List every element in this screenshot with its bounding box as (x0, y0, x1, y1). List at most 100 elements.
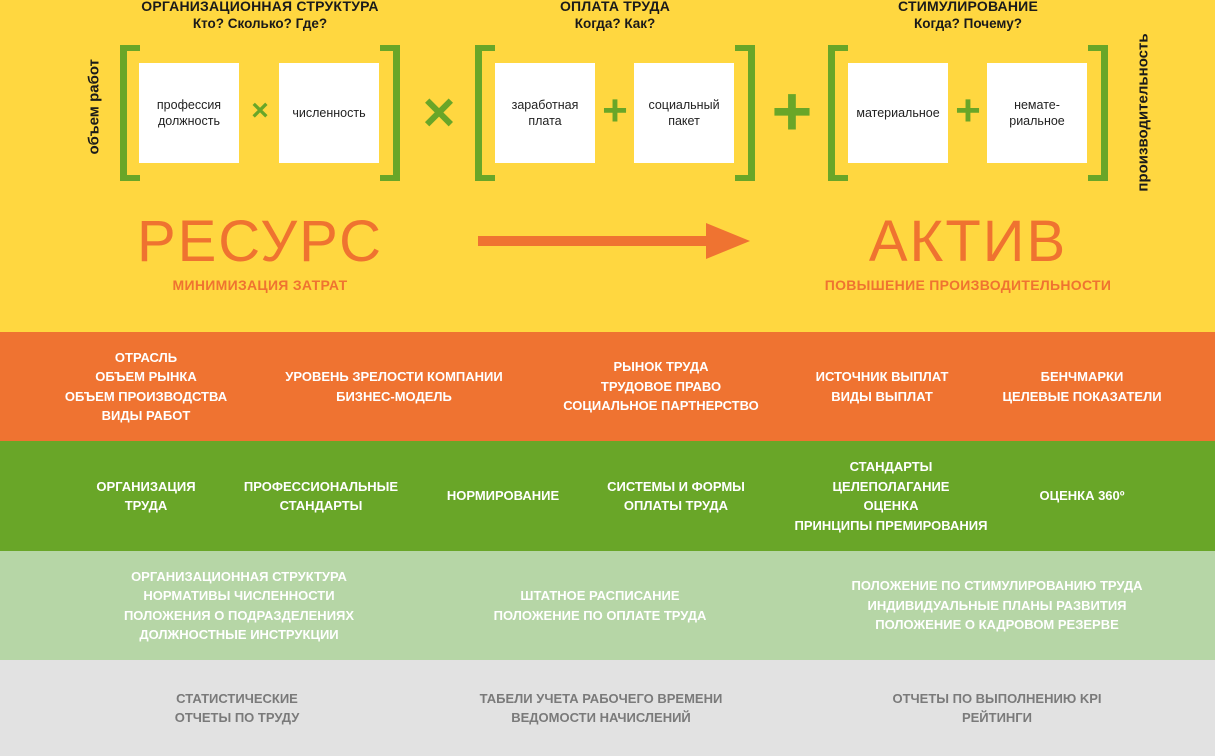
box-headcount: численность (279, 63, 379, 163)
bracket-left (828, 45, 848, 181)
cell-line: ТАБЕЛИ УЧЕТА РАБОЧЕГО ВРЕМЕНИ (479, 690, 723, 706)
bracket-left (120, 45, 140, 181)
cell-line: ПОЛОЖЕНИЯ О ПОДРАЗДЕЛЕНИЯХ (123, 607, 355, 623)
cell-line: СОЦИАЛЬНОЕ ПАРТНЕРСТВО (563, 398, 759, 414)
band-cell: СИСТЕМЫ И ФОРМЫ ОПЛАТЫ ТРУДА (607, 477, 745, 516)
multiply-icon: × (251, 94, 269, 127)
cell-line: ОЦЕНКА 360º (1039, 488, 1125, 504)
group-title-payroll: ОПЛАТА ТРУДА Когда? Как? (465, 0, 765, 32)
cell-line: БИЗНЕС-МОДЕЛЬ (336, 388, 452, 404)
cell-line: СТАНДАРТЫ (279, 498, 363, 513)
bracket-right (1088, 45, 1108, 181)
plus-icon: + (602, 86, 628, 135)
cell-line: ПОЛОЖЕНИЕ О КАДРОВОМ РЕЗЕРВЕ (875, 617, 1119, 633)
cell-line: ЦЕЛЕПОЛАГАНИЕ (832, 478, 950, 494)
box-line: заработная (511, 98, 579, 112)
band-factors: ОТРАСЛЬ ОБЪЕМ РЫНКА ОБЪЕМ ПРОИЗВОДСТВА ВИДЫ… (0, 332, 1215, 441)
box-profession: профессия должность (139, 63, 239, 163)
cell-line: РЫНОК ТРУДА (613, 359, 709, 375)
group-question: Кто? Сколько? Где? (192, 16, 328, 31)
group-heading: СТИМУЛИРОВАНИЕ (898, 0, 1038, 14)
cell-line: ОРГАНИЗАЦИЯ (96, 478, 196, 494)
band-cell: СТАНДАРТЫ ЦЕЛЕПОЛАГАНИЕ ОЦЕНКА ПРИНЦИПЫ ПРЕ… (795, 457, 988, 535)
band-cell: РЫНОК ТРУДА ТРУДОВОЕ ПРАВО СОЦИАЛЬНОЕ ПАРТ… (563, 357, 759, 416)
productivity-label: производительность (1134, 33, 1152, 192)
cell-line: РЕЙТИНГИ (961, 710, 1033, 725)
cell-line: ОЦЕНКА (863, 498, 919, 513)
band-cell: ПОЛОЖЕНИЕ ПО СТИМУЛИРОВАНИЮ ТРУДА ИНДИВИД… (852, 576, 1143, 635)
group-question: Когда? Как? (574, 16, 656, 31)
box-line: социальный (648, 98, 720, 112)
band-methods: ОРГАНИЗАЦИЯ ТРУДА ПРОФЕССИОНАЛЬНЫЕ СТАНДАР… (0, 441, 1215, 551)
cell-line: ОБЪЕМ ПРОИЗВОДСТВА (64, 388, 228, 404)
band-cell: ОРГАНИЗАЦИЯ ТРУДА (96, 477, 195, 516)
asset-subtitle: ПОВЫШЕНИЕ ПРОИЗВОДИТЕЛЬНОСТИ (824, 277, 1112, 293)
cell-line: ОТЧЕТЫ ПО ВЫПОЛНЕНИЮ KPI (892, 690, 1102, 706)
cell-line: ПРОФЕССИОНАЛЬНЫЕ (243, 478, 399, 494)
group-question: Когда? Почему? (913, 16, 1022, 31)
cell-line: ОРГАНИЗАЦИОННАЯ СТРУКТУРА (131, 568, 347, 584)
cell-line: НОРМАТИВЫ ЧИСЛЕННОСТИ (143, 588, 335, 603)
box-line: немате- (1014, 98, 1060, 112)
cell-line: ШТАТНОЕ РАСПИСАНИЕ (520, 588, 680, 603)
cell-line: НОРМИРОВАНИЕ (446, 488, 560, 504)
band-cell: УРОВЕНЬ ЗРЕЛОСТИ КОМПАНИИ БИЗНЕС-МОДЕЛЬ (285, 367, 502, 406)
box-line: плата (528, 114, 562, 128)
cell-line: ИСТОЧНИК ВЫПЛАТ (815, 369, 949, 384)
band-cell: ОРГАНИЗАЦИОННАЯ СТРУКТУРА НОРМАТИВЫ ЧИСЛЕ… (124, 567, 354, 645)
group-heading: ОПЛАТА ТРУДА (559, 0, 671, 14)
cell-line: ВЕДОМОСТИ НАЧИСЛЕНИЙ (511, 710, 691, 725)
group-title-org-structure: ОРГАНИЗАЦИОННАЯ СТРУКТУРА Кто? Сколько? … (110, 0, 410, 32)
band-cell: ПРОФЕССИОНАЛЬНЫЕ СТАНДАРТЫ (244, 477, 398, 516)
cell-line: БЕНЧМАРКИ (1040, 369, 1124, 384)
box-line: риальное (1009, 114, 1065, 128)
box-line: материальное (856, 106, 940, 120)
bracket-right (380, 45, 400, 181)
group-title-motivation: СТИМУЛИРОВАНИЕ Когда? Почему? (818, 0, 1118, 32)
arrow-head (706, 223, 750, 259)
cell-line: ВИДЫ РАБОТ (101, 408, 191, 423)
cell-line: ПРИНЦИПЫ ПРЕМИРОВАНИЯ (794, 517, 988, 533)
group-heading: ОРГАНИЗАЦИОННАЯ СТРУКТУРА (141, 0, 379, 14)
box-line: должность (158, 114, 220, 128)
cell-line: ОПЛАТЫ ТРУДА (623, 498, 729, 513)
band-cell: ОТЧЕТЫ ПО ВЫПОЛНЕНИЮ KPI РЕЙТИНГИ (892, 689, 1101, 728)
cell-line: ТРУДА (124, 498, 168, 513)
band-cell: ИСТОЧНИК ВЫПЛАТ ВИДЫ ВЫПЛАТ (816, 367, 949, 406)
bracket-left (475, 45, 495, 181)
plus-icon: + (955, 86, 981, 135)
cell-line: ДОЛЖНОСТНЫЕ ИНСТРУКЦИИ (139, 627, 339, 642)
resource-title: РЕСУРС (136, 209, 384, 274)
band-cell: ШТАТНОЕ РАСПИСАНИЕ ПОЛОЖЕНИЕ ПО ОПЛАТЕ ТР… (494, 586, 707, 625)
band-cell: ОЦЕНКА 360º (1039, 486, 1124, 506)
cell-line: ОТЧЕТЫ ПО ТРУДУ (174, 710, 300, 725)
box-salary: заработная плата (495, 63, 595, 163)
cell-line: СИСТЕМЫ И ФОРМЫ (607, 478, 745, 494)
cell-line: ПОЛОЖЕНИЕ ПО ОПЛАТЕ ТРУДА (493, 607, 707, 623)
cell-line: СТАНДАРТЫ (849, 459, 933, 474)
asset-title: АКТИВ (868, 209, 1068, 274)
multiply-icon-large: × (422, 80, 456, 143)
box-material: материальное (848, 63, 948, 163)
cell-line: ПОЛОЖЕНИЕ ПО СТИМУЛИРОВАНИЮ ТРУДА (851, 578, 1143, 594)
cell-line: ВИДЫ ВЫПЛАТ (831, 388, 933, 404)
formula-panel: объем работ ОРГАНИЗАЦИОННАЯ СТРУКТУРА Кт… (0, 0, 1215, 332)
band-documents: ОРГАНИЗАЦИОННАЯ СТРУКТУРА НОРМАТИВЫ ЧИСЛЕ… (0, 551, 1215, 660)
cell-line: ОБЪЕМ РЫНКА (95, 369, 197, 384)
cell-line: УРОВЕНЬ ЗРЕЛОСТИ КОМПАНИИ (285, 369, 503, 384)
box-line: профессия (156, 98, 222, 112)
bracket-right (735, 45, 755, 181)
cell-line: ОТРАСЛЬ (114, 349, 178, 365)
arrow-icon (478, 223, 750, 259)
arrow-shaft (478, 236, 718, 246)
cell-line: ЦЕЛЕВЫЕ ПОКАЗАТЕЛИ (1002, 388, 1162, 404)
plus-icon-large: + (771, 72, 813, 150)
workload-label: объем работ (85, 59, 103, 155)
cell-line: ТРУДОВОЕ ПРАВО (600, 378, 722, 394)
band-cell: НОРМИРОВАНИЕ (447, 486, 559, 506)
resource-subtitle: МИНИМИЗАЦИЯ ЗАТРАТ (172, 277, 348, 293)
cell-line: ИНДИВИДУАЛЬНЫЕ ПЛАНЫ РАЗВИТИЯ (867, 597, 1127, 613)
